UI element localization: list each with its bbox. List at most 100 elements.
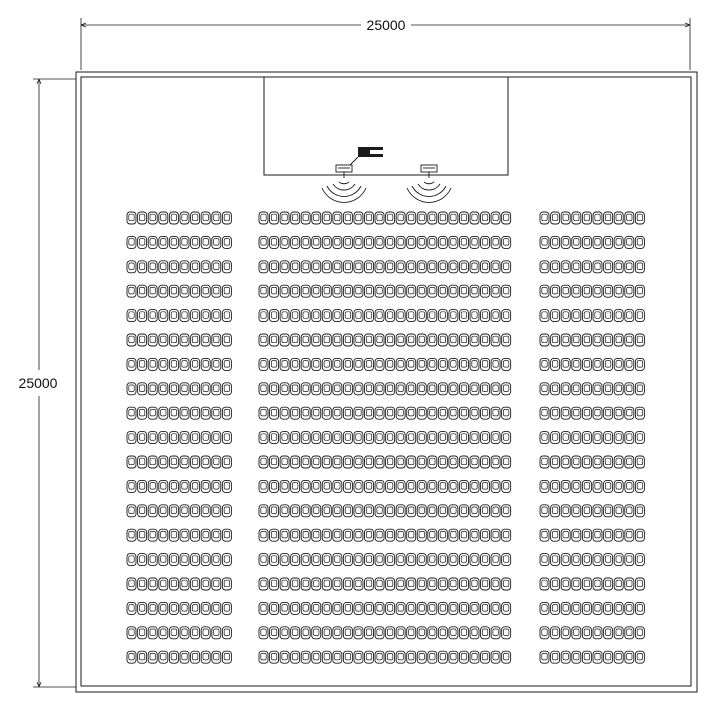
seat	[385, 650, 396, 664]
seat	[332, 455, 343, 469]
seat	[137, 455, 148, 469]
seat	[395, 284, 406, 298]
seat	[190, 650, 201, 664]
seat	[406, 601, 417, 615]
seat	[190, 406, 201, 420]
seat	[168, 577, 179, 591]
seat	[364, 479, 374, 493]
seat	[332, 504, 343, 518]
seat	[158, 235, 169, 249]
seat	[321, 577, 332, 591]
seat	[200, 626, 211, 640]
seat	[406, 357, 417, 371]
seat	[634, 455, 645, 469]
seat	[480, 479, 490, 493]
seat	[560, 601, 571, 615]
seat	[560, 455, 571, 469]
seat	[501, 211, 512, 225]
seat	[480, 333, 490, 347]
seat	[613, 235, 624, 249]
seat	[459, 357, 469, 371]
seat-row	[126, 309, 232, 323]
seat	[279, 553, 290, 567]
seat	[624, 406, 635, 420]
seat	[592, 553, 603, 567]
seat	[560, 333, 571, 347]
seat	[279, 357, 290, 371]
seat	[200, 650, 211, 664]
seat	[290, 455, 301, 469]
seat	[427, 577, 438, 591]
seat	[364, 260, 374, 274]
seat	[416, 235, 427, 249]
seat	[200, 382, 211, 396]
seat	[374, 357, 385, 371]
seat-row	[258, 626, 512, 640]
seat	[571, 528, 582, 542]
speaker-icon	[321, 164, 367, 203]
seat	[592, 260, 603, 274]
seat	[501, 357, 512, 371]
seat	[374, 235, 385, 249]
seat-row	[258, 357, 512, 371]
seat	[437, 382, 448, 396]
seat	[437, 601, 448, 615]
seat	[448, 211, 459, 225]
seat-row	[258, 406, 512, 420]
seat	[560, 382, 571, 396]
seat-row	[258, 650, 512, 664]
seat	[406, 528, 417, 542]
seat	[179, 357, 190, 371]
seat	[126, 577, 137, 591]
seat	[550, 455, 561, 469]
seat	[168, 284, 179, 298]
seat	[190, 333, 201, 347]
seat	[190, 577, 201, 591]
seat	[613, 431, 624, 445]
seat	[190, 528, 201, 542]
seat	[221, 406, 232, 420]
seat	[126, 382, 137, 396]
seat	[190, 504, 201, 518]
room-outline	[75, 71, 698, 693]
seat	[179, 479, 190, 493]
seat	[416, 577, 427, 591]
seat	[353, 553, 364, 567]
seat	[448, 431, 459, 445]
seat	[168, 626, 179, 640]
seat	[311, 284, 322, 298]
seat	[221, 333, 232, 347]
camera-icon	[349, 147, 383, 166]
seat	[550, 528, 561, 542]
seat	[469, 626, 480, 640]
seat	[448, 235, 459, 249]
seat	[321, 479, 332, 493]
seat	[290, 211, 301, 225]
seat	[539, 357, 550, 371]
seat	[624, 357, 635, 371]
seat	[190, 553, 201, 567]
seat	[168, 504, 179, 518]
seat	[300, 626, 311, 640]
seat	[179, 284, 190, 298]
seat	[581, 284, 592, 298]
seat-row	[539, 553, 645, 567]
seat	[459, 504, 469, 518]
seat	[300, 309, 311, 323]
seat	[592, 431, 603, 445]
seat	[469, 235, 480, 249]
seat	[311, 382, 322, 396]
seat	[211, 528, 222, 542]
seat-row	[126, 528, 232, 542]
seat	[147, 650, 158, 664]
seat-row	[539, 284, 645, 298]
seat	[279, 455, 290, 469]
seat	[592, 455, 603, 469]
seat	[311, 235, 322, 249]
seat	[321, 455, 332, 469]
seat	[179, 455, 190, 469]
seat	[126, 284, 137, 298]
seat	[550, 626, 561, 640]
seat	[311, 577, 322, 591]
seat	[342, 211, 353, 225]
